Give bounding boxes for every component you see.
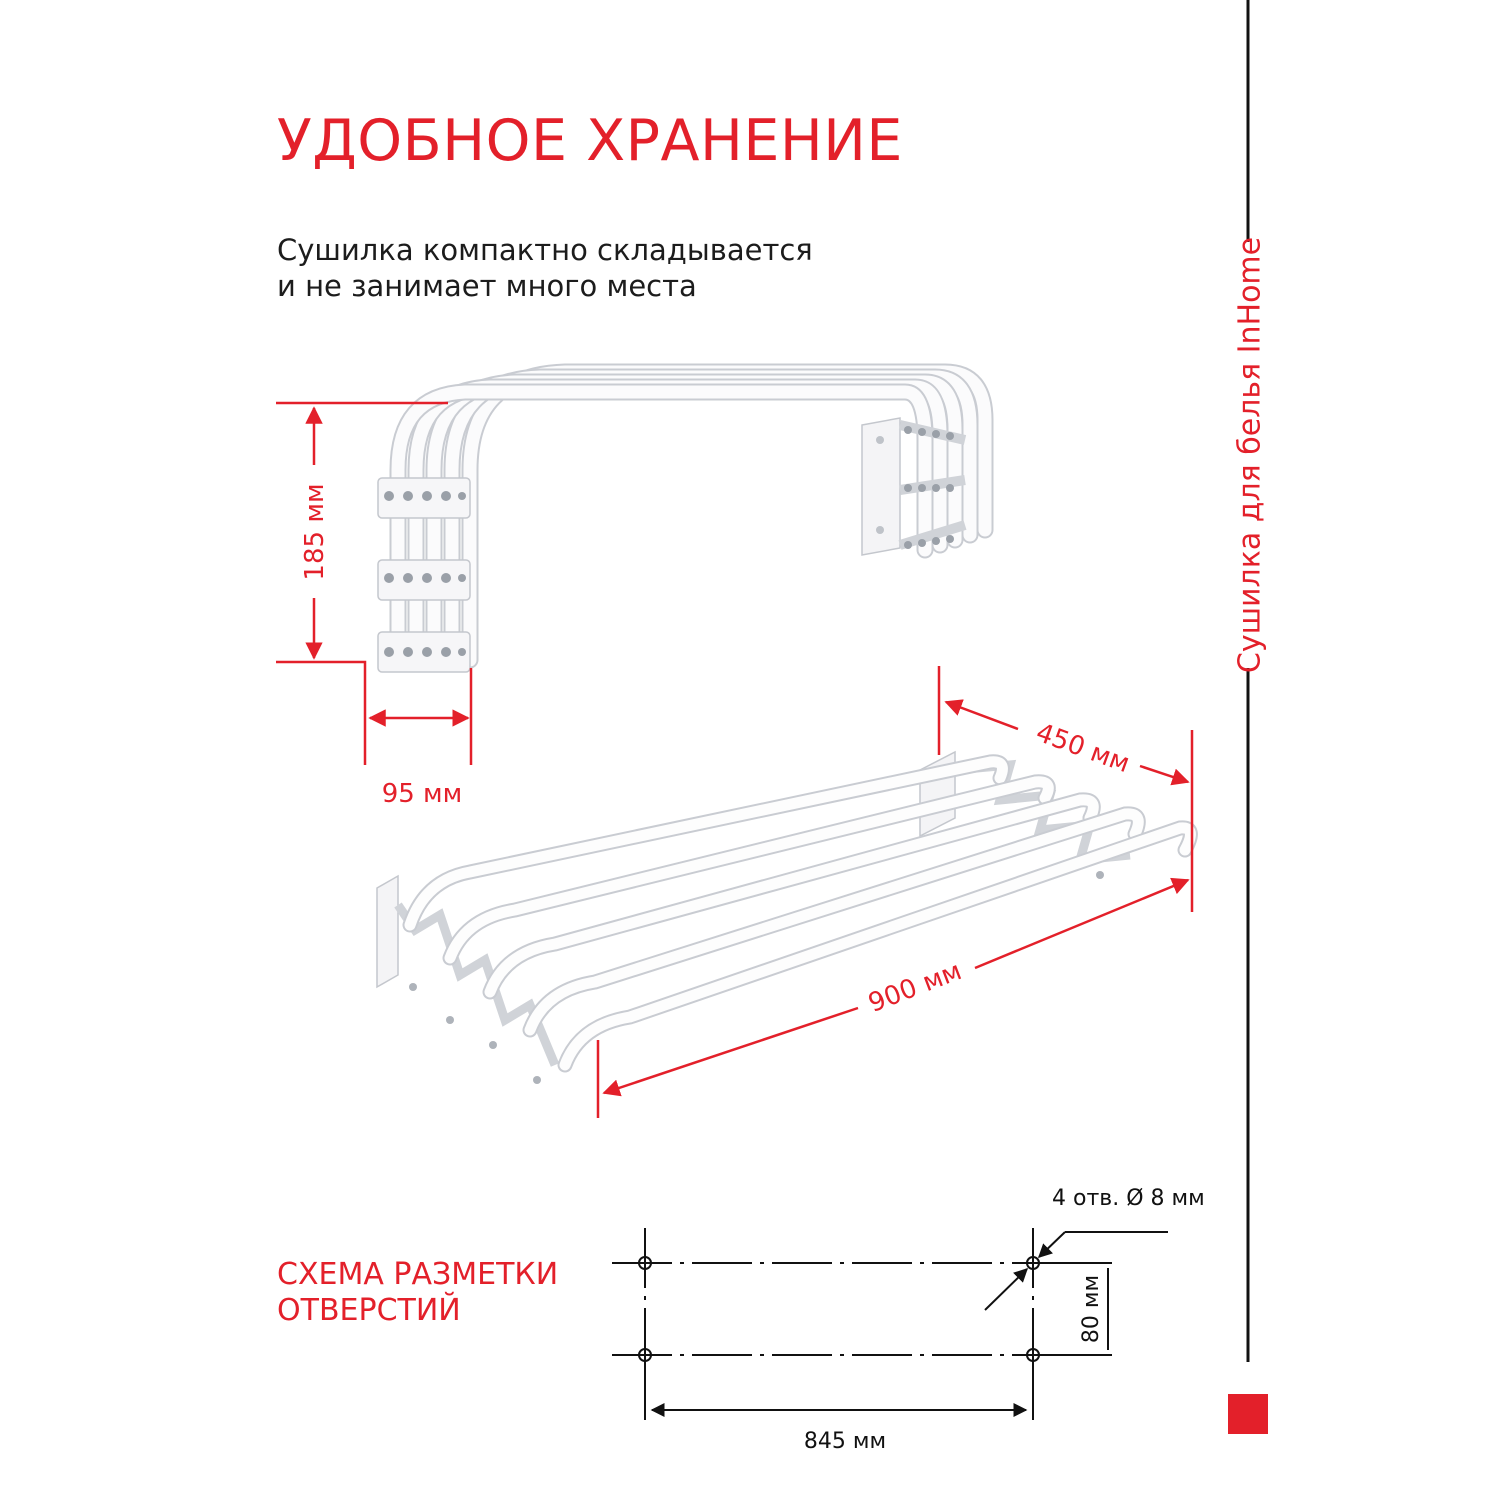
- marking-title-line-1: СХЕМА РАЗМЕТКИ: [277, 1257, 559, 1292]
- extended-rails: [402, 754, 1198, 1073]
- page-subtitle: Сушилка компактно складывается и не зани…: [277, 232, 813, 304]
- width-open-dimension: [596, 666, 1194, 1118]
- rail-caps: [409, 871, 1104, 1084]
- accent-square: [1228, 1394, 1268, 1434]
- horizontal-spacing-label: 845 мм: [804, 1429, 886, 1454]
- left-rivets: [384, 491, 466, 657]
- height-label: 185 мм: [300, 483, 330, 580]
- vertical-spacing-label: 80 мм: [1079, 1275, 1104, 1343]
- subtitle-line-1: Сушилка компактно складывается: [277, 233, 813, 267]
- folded-rails: [389, 363, 994, 669]
- page-title: УДОБНОЕ ХРАНЕНИЕ: [277, 108, 903, 174]
- subtitle-line-2: и не занимает много места: [277, 269, 697, 303]
- right-rivets: [904, 426, 954, 549]
- marking-title: СХЕМА РАЗМЕТКИ ОТВЕРСТИЙ: [277, 1257, 558, 1329]
- marking-title-line-2: ОТВЕРСТИЙ: [277, 1293, 461, 1328]
- front-bracket: [376, 874, 560, 1067]
- depth-label: 95 мм: [382, 779, 463, 809]
- holes-note: 4 отв. Ø 8 мм: [1052, 1186, 1205, 1211]
- height-dimension: [276, 401, 473, 765]
